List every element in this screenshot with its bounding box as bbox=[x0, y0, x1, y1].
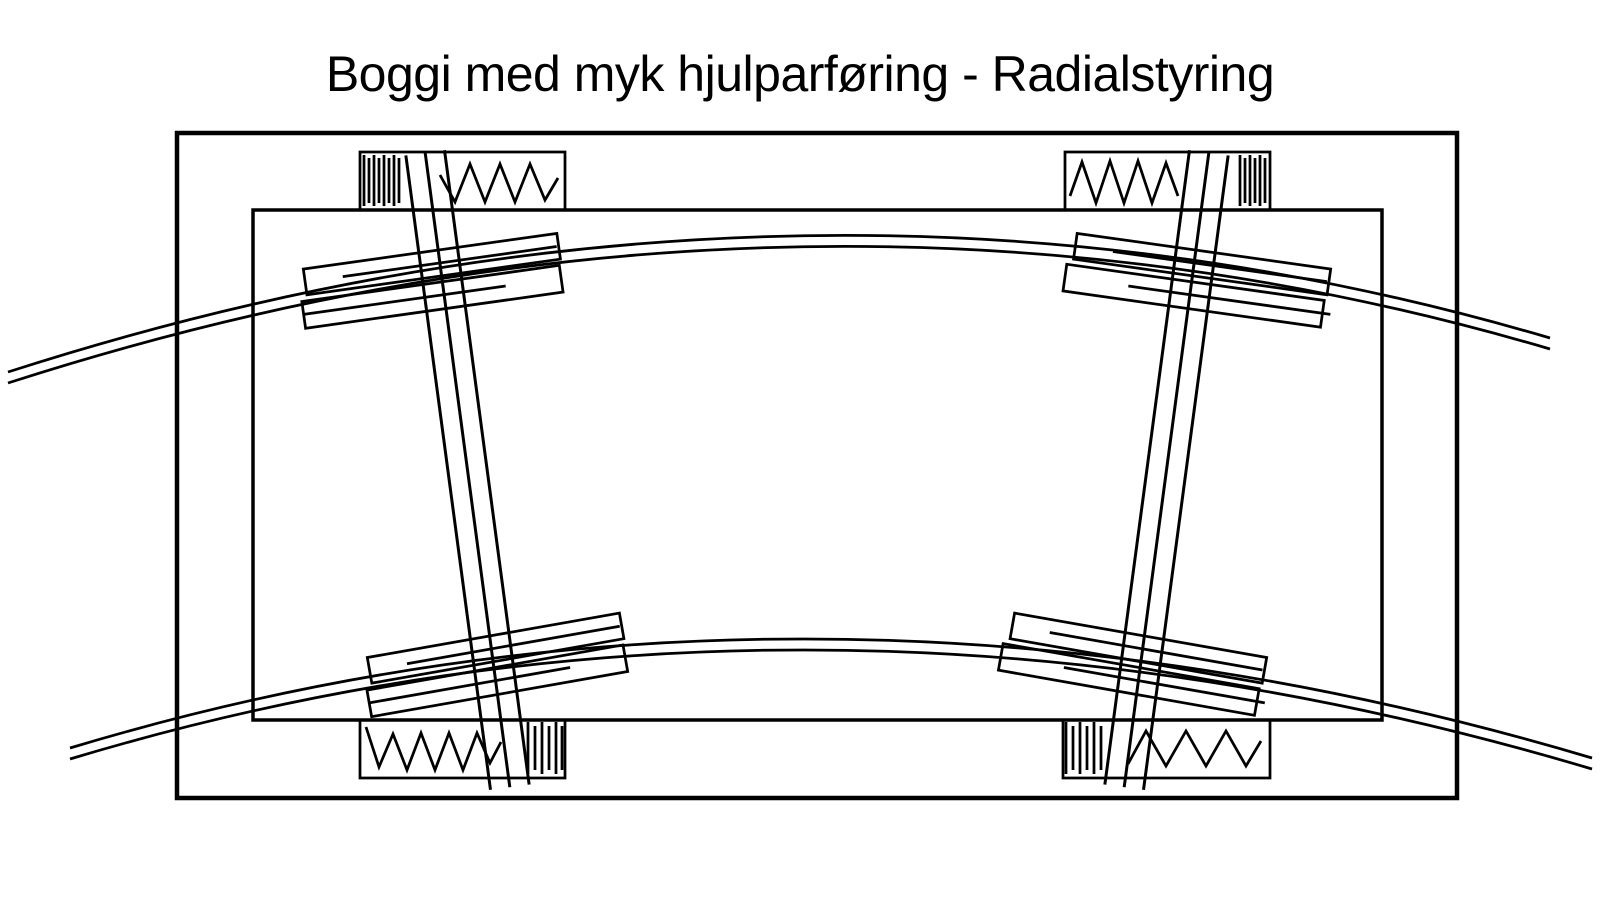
wheel-top-left bbox=[300, 231, 565, 330]
rail-top-outer-edge bbox=[7, 234, 1551, 374]
rail-top bbox=[7, 234, 1551, 385]
spring-hatch-bottom-left bbox=[526, 722, 564, 774]
axle-line bbox=[443, 150, 531, 785]
axle-line bbox=[1103, 150, 1191, 785]
wheel-bottom-left bbox=[365, 611, 630, 719]
wheel-midline bbox=[406, 624, 620, 666]
wheel-midline bbox=[1128, 284, 1331, 316]
spring-zigzag-bottom-left bbox=[364, 726, 503, 774]
wheel-bottom-right bbox=[996, 611, 1269, 717]
wheel-rim bbox=[300, 263, 565, 330]
spring-box-bottom-left bbox=[358, 718, 567, 780]
diagram-title: Boggi med myk hjulparføring - Radialstyr… bbox=[325, 46, 1275, 102]
wheel-midline bbox=[1049, 631, 1263, 672]
wheel-top-right bbox=[1061, 231, 1333, 329]
wheel-rim bbox=[365, 611, 626, 685]
spring-box-top-left bbox=[358, 150, 567, 212]
wheel-rim bbox=[301, 231, 563, 297]
outer-frame bbox=[174, 130, 1460, 801]
spring-hatch-top-left bbox=[362, 155, 401, 206]
wheel-rim bbox=[1071, 231, 1333, 297]
rail-bottom-inner-edge bbox=[69, 648, 1593, 771]
spring-hatch-top-right bbox=[1238, 155, 1267, 206]
bogie-frame bbox=[251, 208, 1384, 722]
rail-bottom bbox=[69, 637, 1593, 771]
spring-zigzag-top-right bbox=[1068, 156, 1180, 208]
wheel-rim bbox=[365, 643, 630, 719]
wheel-rim bbox=[1008, 611, 1269, 685]
wheel-midline bbox=[1112, 250, 1328, 283]
spring-box-bottom-right bbox=[1061, 718, 1272, 780]
spring-hatch-bottom-right bbox=[1064, 722, 1103, 774]
wheel-midline bbox=[368, 666, 571, 705]
wheel-midline bbox=[303, 284, 506, 316]
spring-box-top-right bbox=[1063, 150, 1272, 212]
wheel-midline bbox=[1063, 666, 1266, 705]
spring-zigzag-top-left bbox=[438, 160, 560, 206]
wheel-midline bbox=[342, 245, 557, 278]
rail-bottom-outer-edge bbox=[69, 637, 1593, 760]
